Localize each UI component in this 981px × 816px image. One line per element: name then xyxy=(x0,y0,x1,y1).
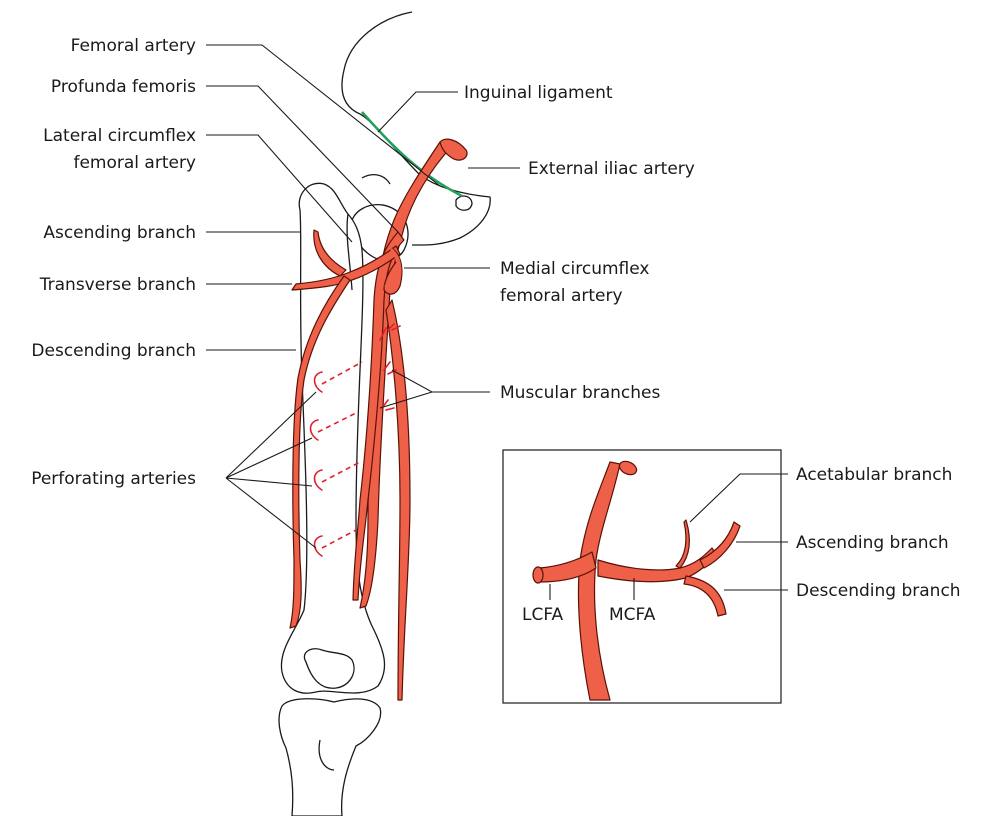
inset-panel: Acetabular branch Ascending branch Desce… xyxy=(503,450,961,703)
inset-label-lcfa: LCFA xyxy=(522,605,564,625)
inset-label-mcfa: MCFA xyxy=(609,605,656,625)
inset-label-acetabular-branch: Acetabular branch xyxy=(796,465,952,485)
inset-label-ascending-branch: Ascending branch xyxy=(796,533,949,553)
label-descending-branch: Descending branch xyxy=(31,341,196,361)
label-lateral-circumflex-line2: femoral artery xyxy=(73,153,196,173)
tibia-bone xyxy=(279,699,381,816)
label-inguinal-ligament: Inguinal ligament xyxy=(464,83,613,103)
label-femoral-artery: Femoral artery xyxy=(71,36,196,56)
label-muscular-branches: Muscular branches xyxy=(500,383,661,403)
label-transverse-branch: Transverse branch xyxy=(39,275,196,295)
label-medial-circumflex-line2: femoral artery xyxy=(500,286,623,306)
label-ascending-branch: Ascending branch xyxy=(43,223,196,243)
label-perforating-arteries: Perforating arteries xyxy=(31,469,196,489)
label-medial-circumflex-line1: Medial circumflex xyxy=(500,259,649,279)
label-lateral-circumflex-line1: Lateral circumflex xyxy=(43,126,196,146)
label-profunda-femoris: Profunda femoris xyxy=(51,77,196,97)
inset-label-descending-branch: Descending branch xyxy=(796,581,961,601)
label-external-iliac-artery: External iliac artery xyxy=(528,159,695,179)
